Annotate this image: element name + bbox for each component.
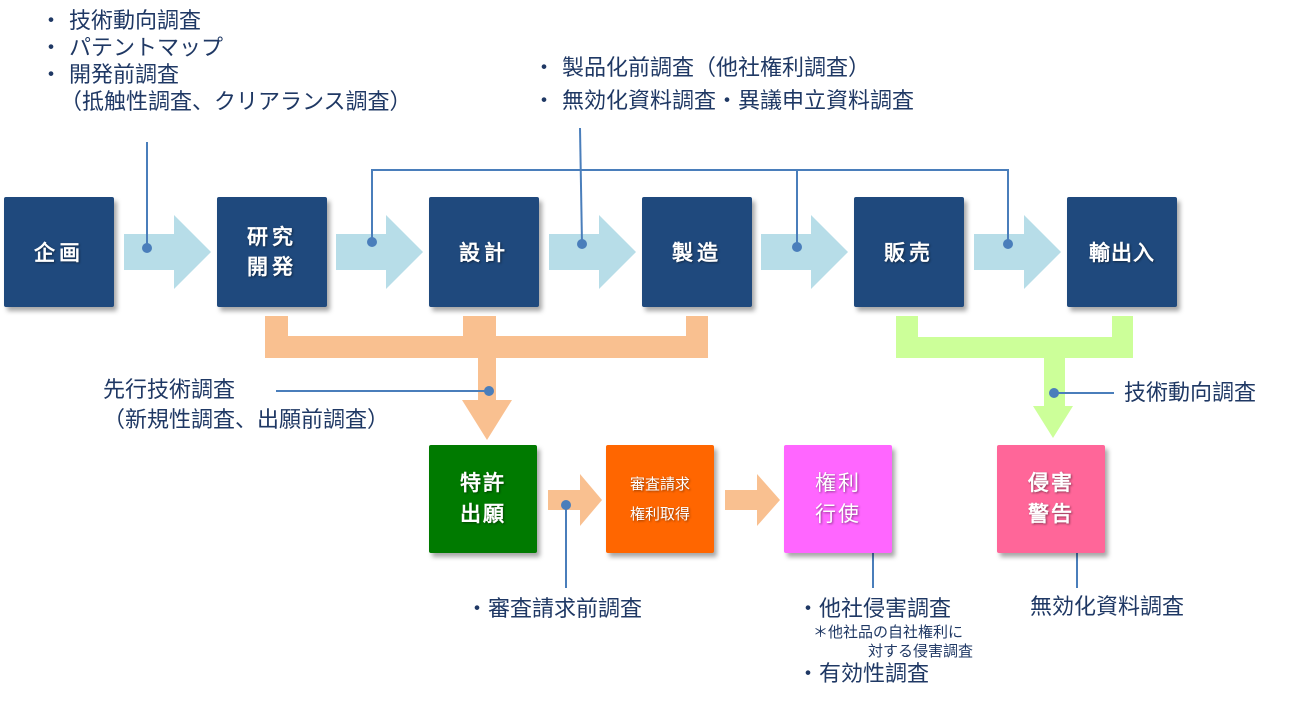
callout-dot-design-manufacturing bbox=[577, 239, 587, 249]
process-box-sales: 販売 bbox=[854, 197, 964, 307]
process-arrow-design-to-manufacturing bbox=[549, 215, 636, 289]
process-label: 設計 bbox=[459, 241, 509, 265]
process-arrow-sales-to-import-export bbox=[974, 215, 1061, 289]
process-box-planning: 企画 bbox=[4, 197, 114, 307]
process-arrow-planning-to-rnd bbox=[124, 215, 211, 289]
annotation-prior-art: 先行技術調査 （新規性調査、出願前調査） bbox=[103, 376, 389, 436]
annotation-tech-trend: 技術動向調査 bbox=[1124, 381, 1257, 406]
callout-dot-early-research bbox=[142, 243, 152, 253]
process-box-rnd: 研究 開発 bbox=[217, 197, 327, 307]
process-box-design: 設計 bbox=[429, 197, 539, 307]
box-label: 警告 bbox=[1028, 502, 1074, 526]
process-box-import-export: 輸出入 bbox=[1067, 197, 1177, 307]
annotation-line: ・有効性調査 bbox=[797, 662, 930, 687]
green-bracket-connector bbox=[896, 316, 1133, 438]
box-enforcement: 権利 行使 bbox=[784, 445, 892, 553]
annotation-line: 先行技術調査 bbox=[103, 378, 236, 403]
box-label: 侵害 bbox=[1028, 471, 1074, 495]
callout-line-pre-production-stem bbox=[579, 127, 583, 245]
callout-dot-manufacturing-sales bbox=[792, 242, 802, 252]
process-label: 研究 bbox=[247, 225, 297, 249]
annotation-note: 対する侵害調査 bbox=[868, 642, 974, 660]
annotation-early-research: ・ 技術動向調査 ・ パテントマップ ・ 開発前調査 （抵触性調査、クリアランス… bbox=[40, 8, 412, 116]
callout-dot-rnd-design bbox=[367, 237, 377, 247]
callout-dot-pre-examination bbox=[561, 500, 571, 510]
process-box-manufacturing: 製造 bbox=[642, 197, 752, 307]
annotation-pre-production: ・ 製品化前調査（他社権利調査） ・ 無効化資料調査・異議申立資料調査 bbox=[533, 52, 914, 118]
process-label: 開発 bbox=[247, 255, 297, 279]
box-label: 出願 bbox=[460, 502, 506, 526]
callout-dot-prior-art bbox=[484, 386, 494, 396]
box-label: 特許 bbox=[460, 471, 506, 495]
process-label: 輸出入 bbox=[1089, 241, 1155, 265]
box-label: 審査請求 bbox=[629, 475, 690, 493]
callout-dot-tech-trend bbox=[1049, 388, 1059, 398]
box-label: 権利取得 bbox=[629, 505, 690, 523]
annotation-line: ・ パテントマップ bbox=[40, 36, 223, 61]
process-arrow-manufacturing-to-sales bbox=[761, 215, 848, 289]
annotation-line: ・他社侵害調査 bbox=[797, 597, 952, 622]
annotation-enforcement-research: ・他社侵害調査 ＊他社品の自社権利に 対する侵害調査 ・有効性調査 bbox=[797, 596, 973, 688]
box-patent-application: 特許 出願 bbox=[429, 445, 537, 553]
process-label: 販売 bbox=[884, 241, 934, 265]
arrow-examination-to-enforcement bbox=[725, 474, 780, 526]
annotation-line: ・ 開発前調査 bbox=[40, 63, 179, 88]
annotation-line: （新規性調査、出願前調査） bbox=[103, 408, 390, 433]
annotation-line: ・ 製品化前調査（他社権利調査） bbox=[533, 56, 870, 81]
box-warning: 侵害 警告 bbox=[997, 445, 1105, 553]
annotation-line: ・ 無効化資料調査・異議申立資料調査 bbox=[533, 89, 914, 114]
annotation-invalidation: 無効化資料調査 bbox=[1030, 595, 1185, 620]
callout-line-pre-production bbox=[371, 169, 1009, 244]
annotation-note: ＊他社品の自社権利に bbox=[813, 623, 964, 641]
orange-bracket-connector bbox=[265, 316, 708, 440]
box-label: 行使 bbox=[815, 502, 861, 526]
annotation-pre-examination: ・審査請求前調査 bbox=[466, 597, 643, 622]
arrow-application-to-examination bbox=[548, 474, 602, 526]
process-arrow-rnd-to-design bbox=[336, 215, 423, 289]
process-label: 製造 bbox=[672, 241, 722, 265]
box-label: 権利 bbox=[815, 471, 861, 495]
annotation-line: ・ 技術動向調査 bbox=[40, 9, 201, 34]
annotation-line: （抵触性調査、クリアランス調査） bbox=[60, 90, 412, 115]
process-label: 企画 bbox=[34, 241, 84, 265]
box-examination: 審査請求 権利取得 bbox=[606, 445, 714, 553]
callout-dot-sales-import bbox=[1003, 239, 1013, 249]
